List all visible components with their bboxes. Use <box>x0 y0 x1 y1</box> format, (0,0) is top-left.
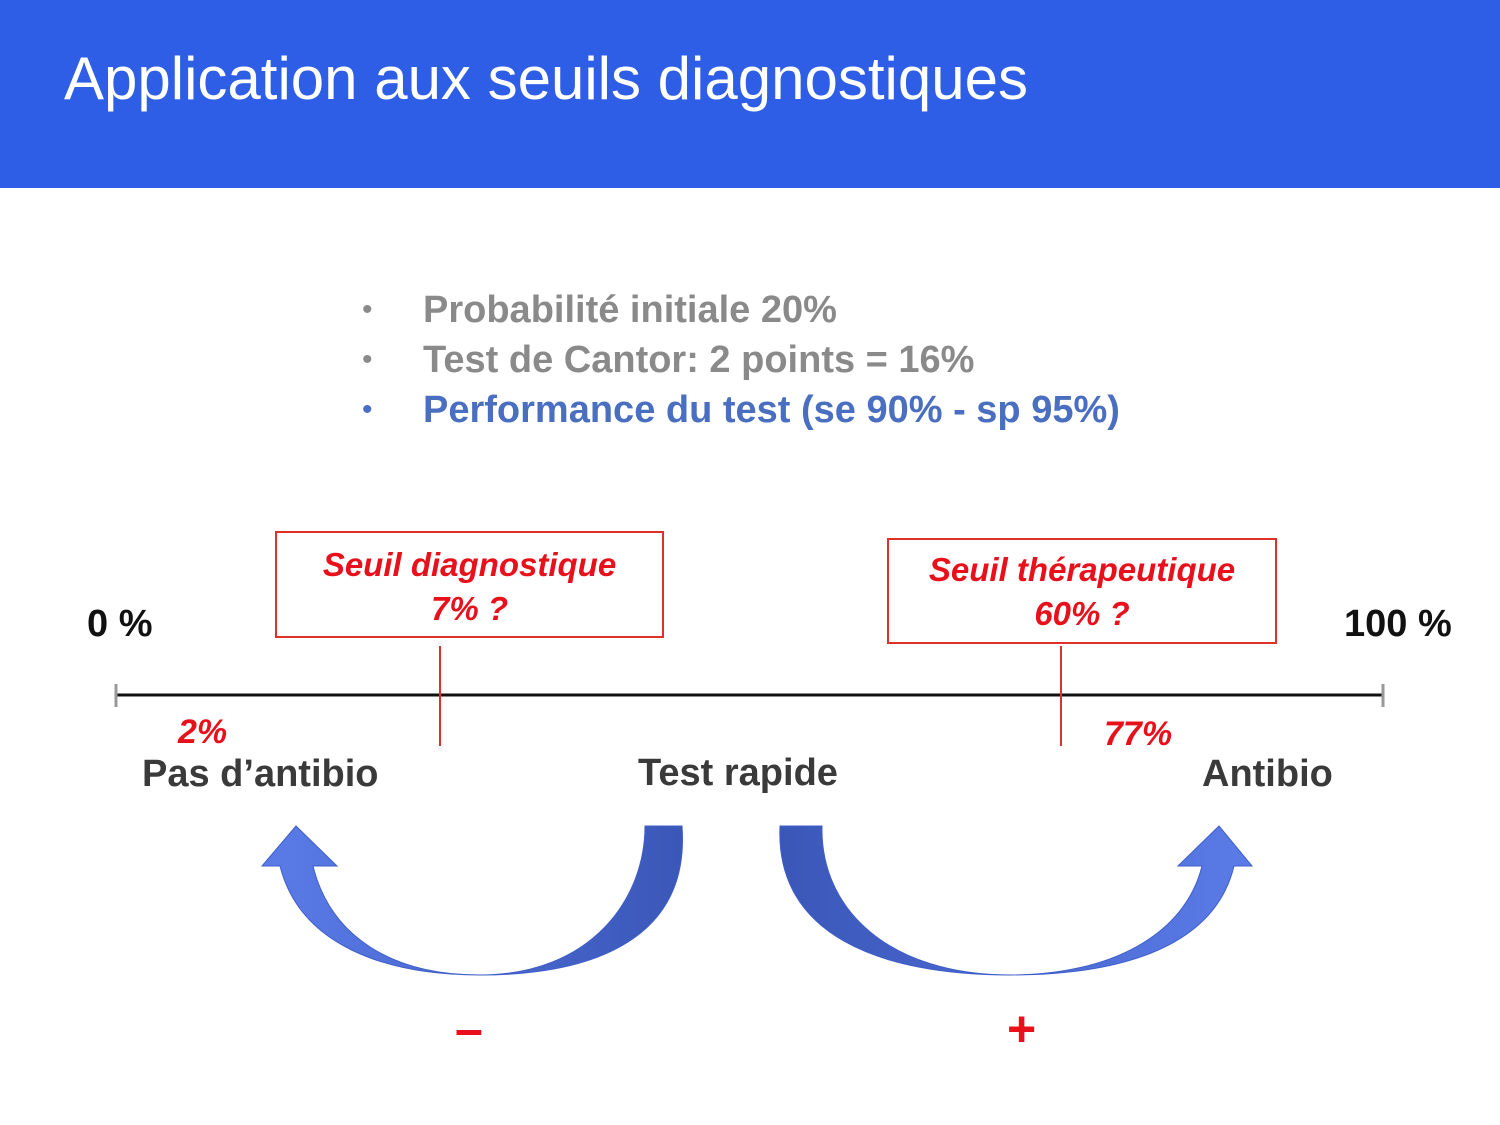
rapid-test-label: Test rapide <box>638 752 838 794</box>
therapeutic-threshold-box: Seuil thérapeutique 60% ? <box>887 538 1277 644</box>
scale-max-label: 100 % <box>1344 603 1452 645</box>
bullet-item: • Performance du test (se 90% - sp 95%) <box>362 385 1120 435</box>
negative-sign: – <box>455 1001 483 1057</box>
high-probability-value: 77% <box>1104 715 1173 753</box>
slide-title: Application aux seuils diagnostiques <box>64 45 1028 112</box>
diagnostic-threshold-box: Seuil diagnostique 7% ? <box>275 531 664 638</box>
positive-sign: + <box>1007 1001 1037 1057</box>
bullet-item: • Probabilité initiale 20% <box>362 285 1120 335</box>
bullet-item: • Test de Cantor: 2 points = 16% <box>362 335 1120 385</box>
antibiotic-label: Antibio <box>1202 753 1333 795</box>
bullet-marker: • <box>362 293 373 326</box>
therapeutic-threshold-title: Seuil thérapeutique <box>928 551 1236 588</box>
bullet-list: • Probabilité initiale 20% • Test de Can… <box>362 285 1120 435</box>
low-probability-value: 2% <box>178 713 228 751</box>
no-antibiotic-label: Pas d’antibio <box>142 753 379 795</box>
bullet-text: Probabilité initiale 20% <box>423 289 837 331</box>
diagnostic-threshold-title: Seuil diagnostique <box>322 546 617 583</box>
negative-result-arrow <box>260 825 683 976</box>
bullet-text: Performance du test (se 90% - sp 95%) <box>423 389 1120 431</box>
bullet-marker: • <box>362 393 373 426</box>
bullet-marker: • <box>362 343 373 376</box>
scale-min-label: 0 % <box>87 603 153 645</box>
therapeutic-threshold-value: 60% ? <box>1034 595 1130 632</box>
diagnostic-threshold-value: 7% ? <box>430 590 509 627</box>
positive-result-arrow <box>779 825 1254 976</box>
title-bar: Application aux seuils diagnostiques <box>0 0 1500 188</box>
bullet-text: Test de Cantor: 2 points = 16% <box>423 339 975 381</box>
